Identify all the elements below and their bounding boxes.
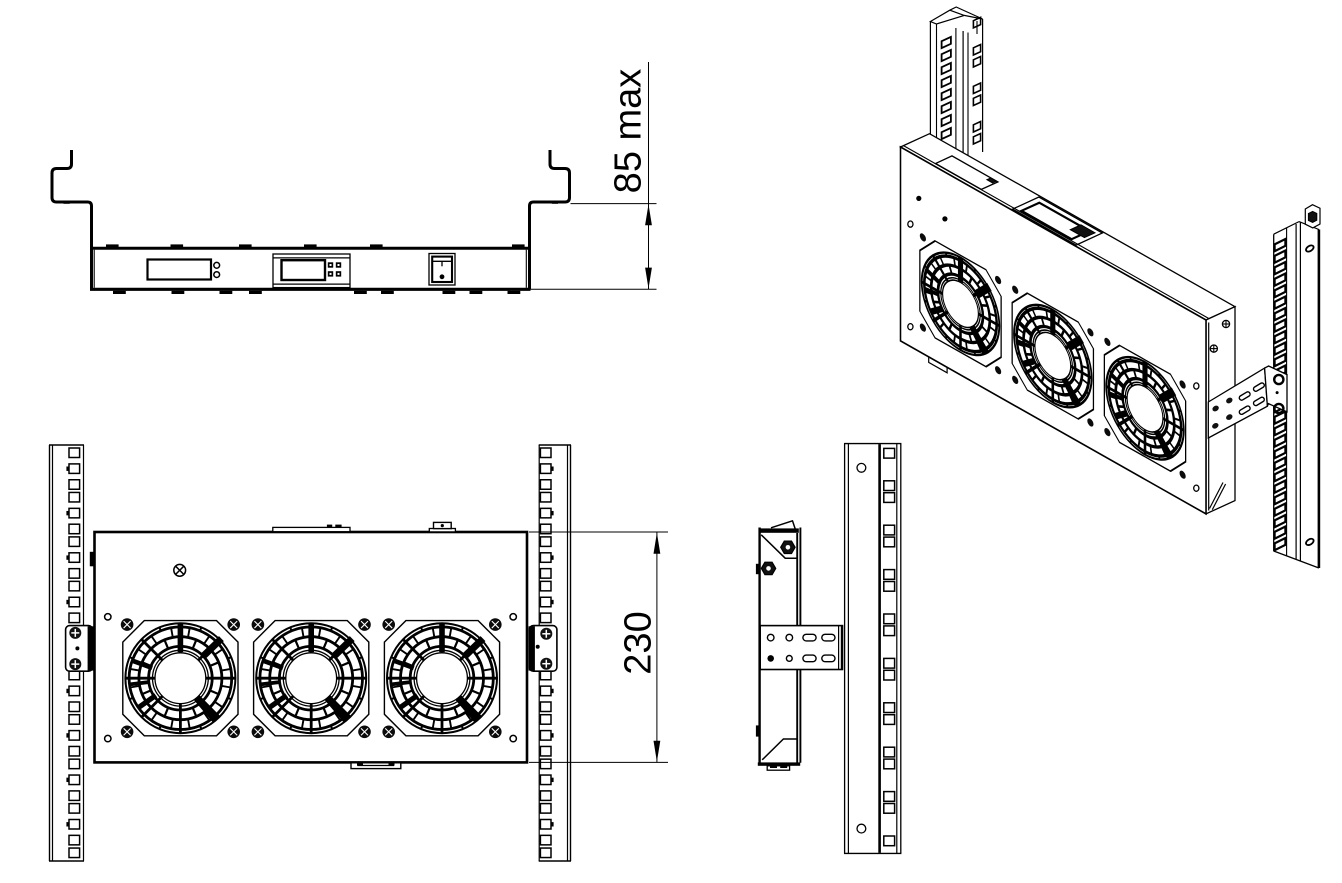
svg-text:85 max: 85 max xyxy=(608,69,650,194)
svg-text:230: 230 xyxy=(618,611,660,674)
